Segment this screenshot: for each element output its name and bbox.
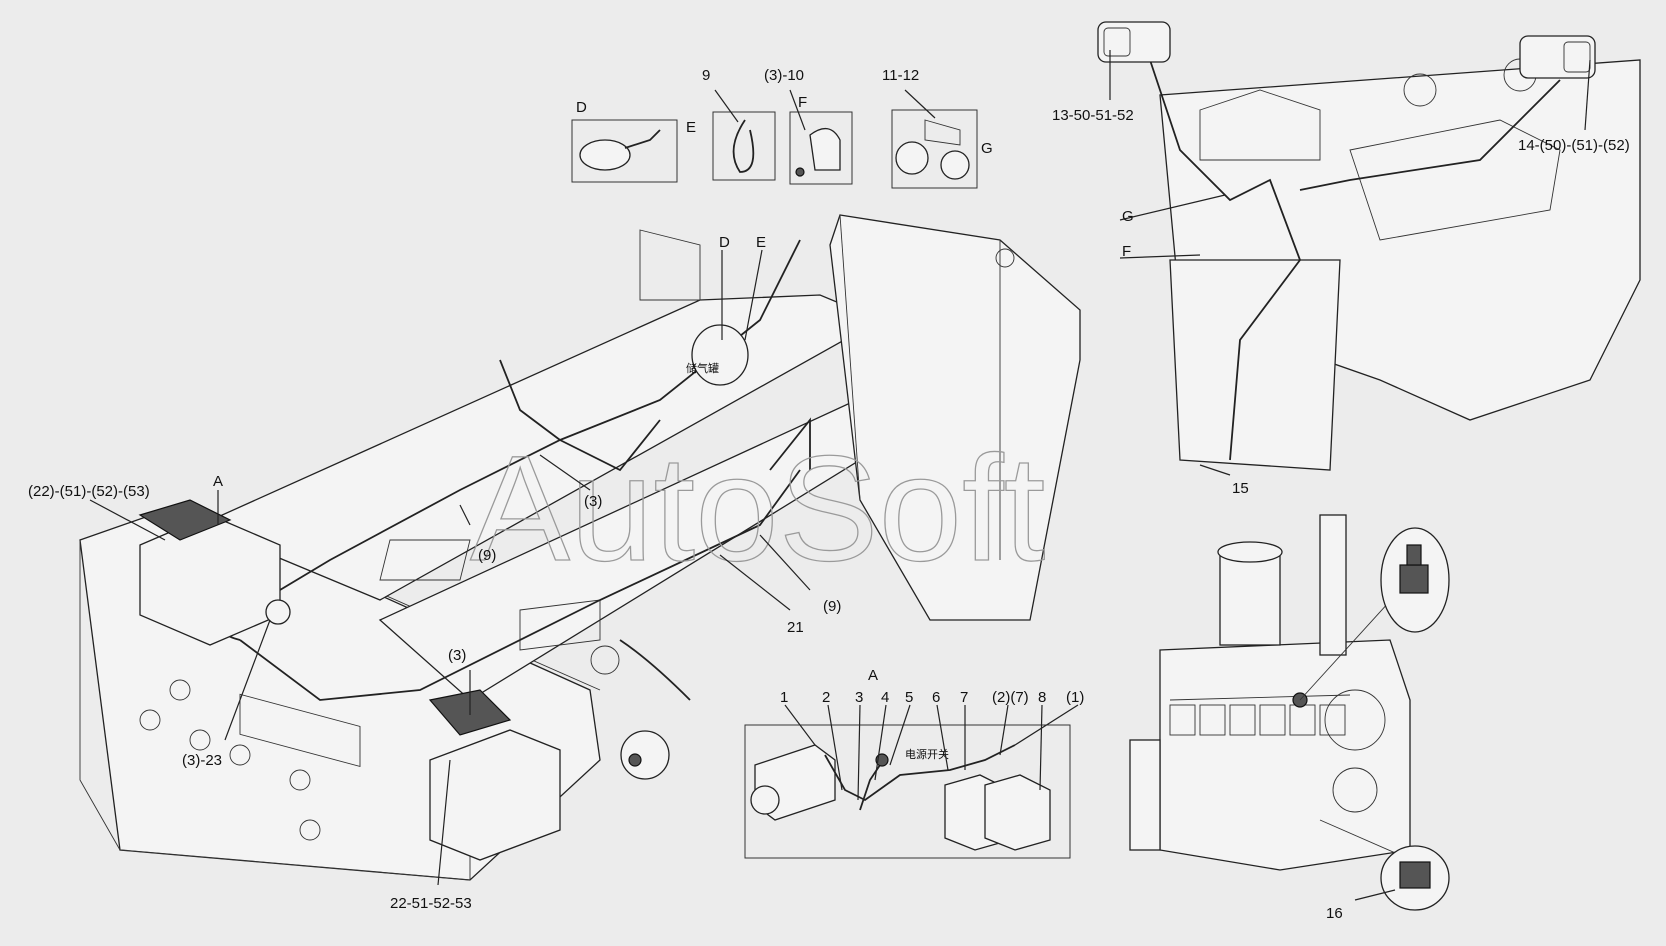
callout-f-cab: F <box>1122 243 1131 260</box>
schematic-num-1: 1 <box>780 689 788 706</box>
labels: D E F G 9 (3)-10 11-12 13-50-51-52 14-(5… <box>28 67 1630 922</box>
schematic-num-3: 3 <box>855 689 863 706</box>
callout-a-frame: A <box>213 473 223 490</box>
callout-3-mid: (3) <box>584 493 602 510</box>
callout-e-frame: E <box>756 234 766 251</box>
callout-9-top: 9 <box>702 67 710 84</box>
watermark: AutoSoft <box>470 424 1045 592</box>
sensor-detail-temp <box>1380 527 1450 633</box>
detail-d-starter <box>571 119 678 183</box>
detail-g-horn <box>891 109 978 189</box>
schematic-a-title: A <box>868 667 878 684</box>
work-lamp-left <box>1097 21 1171 63</box>
leader-lines <box>89 50 1591 901</box>
detail-e-letter: E <box>686 119 696 136</box>
engine-view <box>1129 514 1411 871</box>
callout-9-left: (9) <box>478 547 496 564</box>
callout-9-right: (9) <box>823 598 841 615</box>
horn-on-frame <box>265 599 291 625</box>
callout-16: 16 <box>1326 905 1343 922</box>
callout-3-low: (3) <box>448 647 466 664</box>
schematic-num-4: 4 <box>881 689 889 706</box>
schematic-num-2: 2 <box>822 689 830 706</box>
sensor-detail-pressure <box>1380 845 1450 911</box>
detail-f-letter: F <box>798 94 807 111</box>
schematic-num-2-7: (2)(7) <box>992 689 1029 706</box>
callout-15: 15 <box>1232 480 1249 497</box>
detail-f-clamp <box>789 111 853 185</box>
cab-view <box>1149 58 1641 471</box>
work-lamp-right <box>1519 35 1596 79</box>
air-tank-label: 储气罐 <box>686 361 719 375</box>
callout-g-cab: G <box>1122 208 1134 225</box>
detail-g-letter: G <box>981 140 993 157</box>
callout-22-51-52-53-paren: (22)-(51)-(52)-(53) <box>28 483 150 500</box>
callout-3-23: (3)-23 <box>182 752 222 769</box>
schematic-num-8: 8 <box>1038 689 1046 706</box>
alternator <box>620 730 670 780</box>
air-tank: 储气罐 <box>686 324 749 386</box>
callout-3-10: (3)-10 <box>764 67 804 84</box>
callout-11-12: 11-12 <box>882 67 919 84</box>
detail-e-cable-tie <box>712 111 776 181</box>
detail-d-letter: D <box>576 99 587 116</box>
schematic-num-6: 6 <box>932 689 940 706</box>
schematic-num-5: 5 <box>905 689 913 706</box>
callout-22-51-52-53: 22-51-52-53 <box>390 895 472 912</box>
power-switch-label: 电源开关 <box>905 747 949 761</box>
callout-21: 21 <box>787 619 804 636</box>
callout-13-50-51-52: 13-50-51-52 <box>1052 107 1134 124</box>
frame-battery-rear <box>138 499 281 646</box>
schematic-a: 电源开关 <box>744 724 1071 859</box>
callout-d-frame: D <box>719 234 730 251</box>
callout-14-50-51-52: 14-(50)-(51)-(52) <box>1518 137 1630 154</box>
schematic-num-1-paren: (1) <box>1066 689 1084 706</box>
schematic-num-7: 7 <box>960 689 968 706</box>
